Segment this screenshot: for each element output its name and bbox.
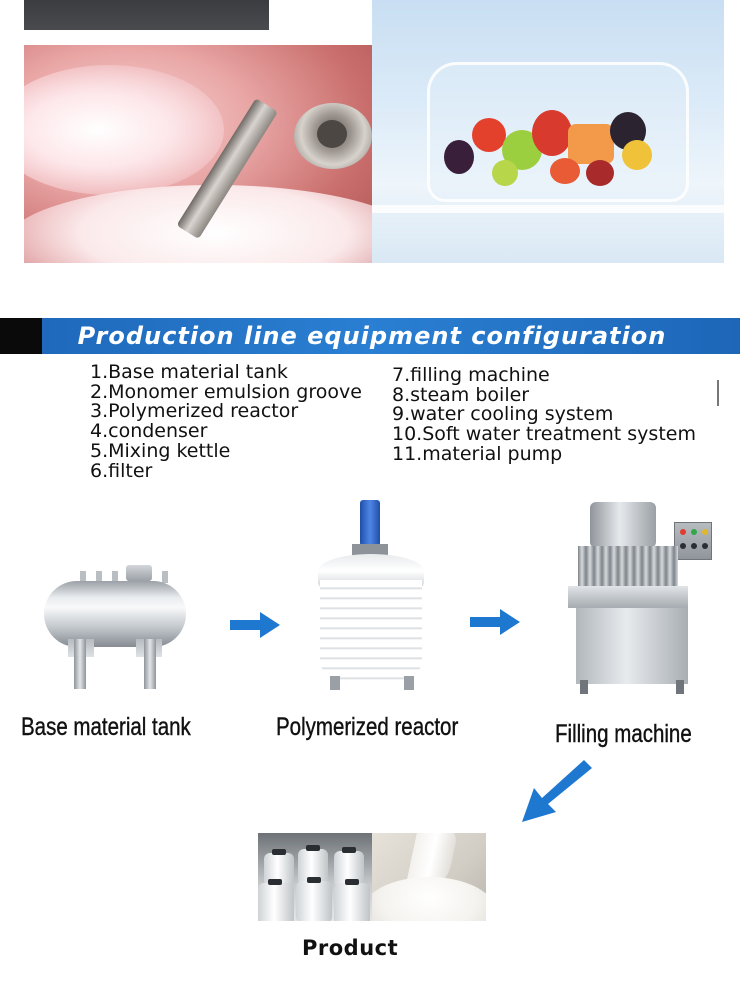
label-polymerized-reactor: Polymerized reactor — [276, 713, 459, 741]
equipment-item: 11.material pump — [392, 442, 563, 465]
equipment-item: 4.condenser — [90, 420, 208, 443]
label-filling-machine: Filling machine — [555, 720, 692, 748]
arrow-right-icon — [470, 609, 520, 635]
equipment-item: 6.filter — [90, 459, 153, 482]
equipment-item: 10.Soft water treatment system — [392, 423, 696, 446]
label-base-material-tank: Base material tank — [21, 713, 191, 741]
fruit-container-photo — [372, 0, 724, 263]
equipment-item: 3.Polymerized reactor — [90, 400, 299, 423]
filling-machine-image — [558, 500, 728, 696]
section-banner: Production line equipment configuration — [0, 318, 740, 354]
arrow-right-icon — [230, 612, 280, 638]
equipment-item: 2.Monomer emulsion groove — [90, 380, 362, 403]
arrow-down-left-icon — [522, 760, 592, 822]
equipment-item: 9.water cooling system — [392, 403, 614, 426]
equipment-list-left: 1.Base material tank 2.Monomer emulsion … — [90, 361, 362, 482]
base-material-tank-image — [40, 565, 190, 695]
equipment-item: 7.filling machine — [392, 364, 550, 386]
equipment-item: 8.steam boiler — [392, 383, 530, 406]
emulsion-mixing-photo — [24, 45, 372, 263]
product-emulsion-photo — [372, 833, 486, 921]
banner-title: Production line equipment configuration — [77, 322, 667, 350]
product-label: Product — [302, 936, 399, 960]
product-drums-photo — [258, 833, 372, 921]
control-panel — [674, 522, 712, 560]
polymerized-reactor-image — [316, 500, 428, 692]
equipment-list-right: 7.filling machine 8.steam boiler 9.water… — [392, 364, 696, 465]
equipment-item: 5.Mixing kettle — [90, 439, 231, 462]
equipment-item: 1.Base material tank — [90, 361, 288, 383]
top-dark-image-strip — [24, 0, 269, 30]
